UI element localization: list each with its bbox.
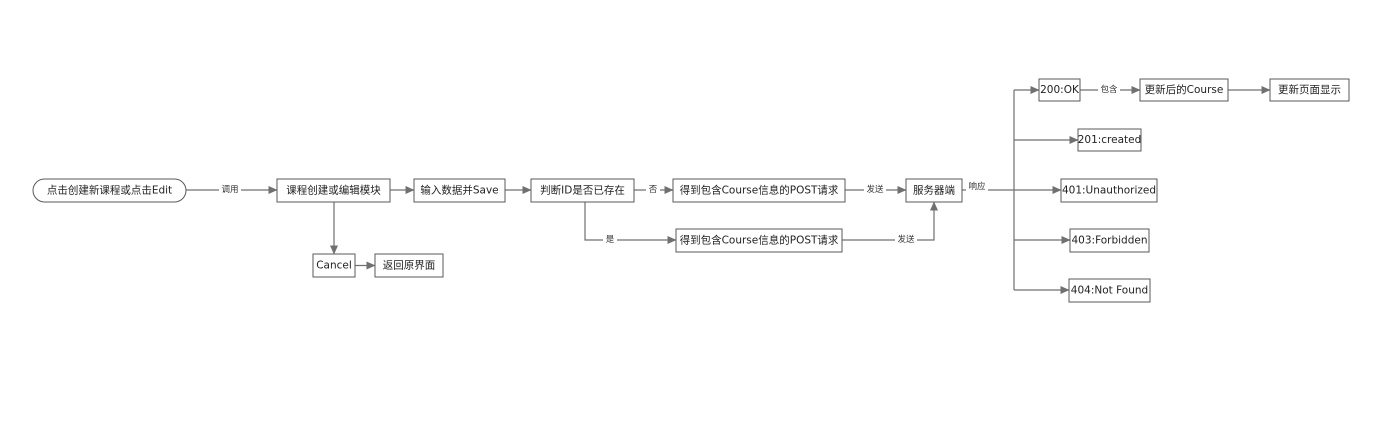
edge-label-yes: 是 xyxy=(606,235,615,245)
edge-check-to-post-yes xyxy=(584,202,677,244)
node-status-201-shape xyxy=(1077,128,1142,152)
node-server-shape xyxy=(905,178,963,203)
node-return-shape xyxy=(374,253,444,278)
edge-label-invoke: 调用 xyxy=(221,185,238,195)
edge-label-bg xyxy=(1098,84,1120,96)
edge-label-contains: 包含 xyxy=(1100,84,1118,95)
edge-label-send: 发送 xyxy=(866,184,884,195)
node-input-save: 输入数据并Save xyxy=(413,178,506,203)
node-status-403-shape xyxy=(1069,228,1150,253)
node-return-label: 返回原界面 xyxy=(383,260,436,272)
edge-label-bg xyxy=(895,234,917,246)
edge-label-bg xyxy=(219,184,241,196)
node-updated-course: 更新后的Course xyxy=(1139,78,1229,102)
node-post-request-no-shape xyxy=(672,178,846,203)
edge-label-bg xyxy=(966,181,988,193)
node-status-401-label: 401:Unauthorized xyxy=(1062,185,1156,197)
node-status-401: 401:Unauthorized xyxy=(1060,178,1158,203)
node-update-page: 更新页面显示 xyxy=(1269,78,1350,102)
node-post-request-no: 得到包含Course信息的POST请求 xyxy=(672,178,846,203)
node-status-200-label: 200:OK xyxy=(1040,84,1080,96)
node-start-shape xyxy=(32,178,187,203)
edge-labels: 调用 否 发送 是 发送 响应 包含 xyxy=(219,84,1120,246)
edge-post-yes-to-server xyxy=(842,201,938,241)
node-cancel: Cancel xyxy=(312,253,356,278)
edge-label-no: 否 xyxy=(649,185,658,195)
node-update-page-shape xyxy=(1269,78,1350,102)
node-status-201-label: 201:created xyxy=(1078,134,1142,146)
node-update-page-label: 更新页面显示 xyxy=(1278,83,1341,96)
node-post-request-yes-label: 得到包含Course信息的POST请求 xyxy=(680,234,839,247)
edge-label-bg xyxy=(864,184,886,196)
node-cancel-shape xyxy=(312,253,356,278)
node-cancel-label: Cancel xyxy=(316,260,352,272)
node-post-request-yes: 得到包含Course信息的POST请求 xyxy=(675,228,843,253)
edge-label-bg xyxy=(646,184,660,196)
node-status-403: 403:Forbidden xyxy=(1069,228,1150,253)
node-status-403-label: 403:Forbidden xyxy=(1071,235,1147,247)
node-input-save-shape xyxy=(413,178,506,203)
node-check-id-label: 判断ID是否已存在 xyxy=(540,184,625,197)
node-return: 返回原界面 xyxy=(374,253,444,278)
node-input-save-label: 输入数据并Save xyxy=(420,184,498,197)
node-start-label: 点击创建新课程或点击Edit xyxy=(47,184,172,197)
node-status-200: 200:OK xyxy=(1038,78,1081,102)
node-status-404-shape xyxy=(1068,278,1151,303)
node-start: 点击创建新课程或点击Edit xyxy=(32,178,187,203)
node-module-label: 课程创建或编辑模块 xyxy=(286,184,381,197)
node-status-401-shape xyxy=(1060,178,1158,203)
node-module: 课程创建或编辑模块 xyxy=(276,178,391,203)
node-status-201: 201:created xyxy=(1077,128,1142,152)
node-status-404: 404:Not Found xyxy=(1068,278,1151,303)
node-post-request-no-label: 得到包含Course信息的POST请求 xyxy=(680,184,839,197)
node-module-shape xyxy=(276,178,391,203)
node-post-request-yes-shape xyxy=(675,228,843,253)
node-updated-course-shape xyxy=(1139,78,1229,102)
node-status-404-label: 404:Not Found xyxy=(1071,285,1148,297)
node-status-200-shape xyxy=(1038,78,1081,102)
node-check-id-shape xyxy=(530,178,635,203)
edge-label-respond: 响应 xyxy=(968,181,986,192)
node-server: 服务器端 xyxy=(905,178,963,203)
node-server-label: 服务器端 xyxy=(913,184,955,197)
edge-label-bg xyxy=(603,234,617,246)
edge-label-send: 发送 xyxy=(897,234,915,245)
node-check-id: 判断ID是否已存在 xyxy=(530,178,635,203)
node-updated-course-label: 更新后的Course xyxy=(1145,83,1224,96)
